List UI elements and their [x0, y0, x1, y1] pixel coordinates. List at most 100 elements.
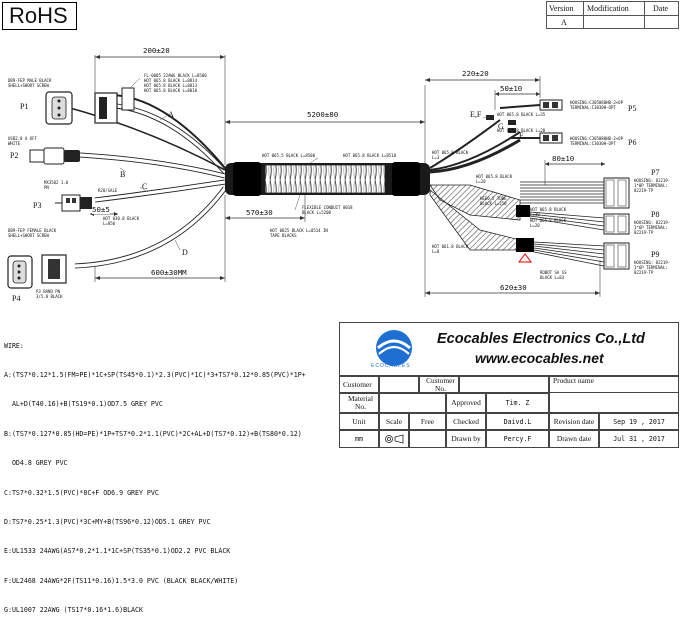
note-p5b: TERMINAL:C3030H-OPT [570, 105, 616, 110]
note-p1: DB9-FEP MALE BLACK SHELL+SHORT SCREW [8, 78, 52, 88]
dimension-600 [94, 195, 226, 282]
drawn-date-label: Drawn date [549, 430, 599, 448]
port-label-p1: P1 [20, 102, 29, 111]
dimension-570 [225, 195, 306, 222]
rohs-label: RoHS [2, 2, 77, 30]
dim-570-label: 570±30 [246, 208, 273, 217]
title-block: ECOCABLES Ecocables Electronics Co.,Ltd … [339, 322, 679, 450]
note-p6a: HOUSING:C305080HB-2+OP [570, 136, 623, 141]
ef-terminals [486, 115, 516, 133]
company-url: www.ecocables.net [475, 350, 604, 366]
p2-usb-connector [29, 147, 80, 165]
wire-letter-a: A [168, 110, 174, 119]
note-p7: HOUSING: 82219-1*8P TERMINAL: 82219-TP [634, 178, 671, 193]
port-label-p5: P5 [628, 104, 637, 113]
approved-value: Tim. Z [486, 393, 549, 413]
wire-line-a2: AL+D(T40.16)+B(TS19*0.1)OD7.5 GREY PVC [4, 400, 163, 409]
revision-table: Version Modification Date A [546, 1, 679, 29]
dimension-620 [424, 195, 601, 297]
note-rt1: HOT 065.8 BLACK L=35 [497, 112, 546, 117]
projection-symbol-icon [385, 434, 404, 444]
dimension-220 [425, 76, 541, 98]
wire-letter-g: G [498, 122, 504, 131]
wire-line-c: C:TS7*0.32*1.5(PVC)*8C+F OD6.9 GREY PVC [4, 488, 159, 497]
drawn-date-value: Jul 31 , 2017 [599, 430, 679, 448]
wire-letter-b: B [120, 170, 126, 179]
port-label-p7: P7 [651, 168, 660, 177]
wire-line-b1: B:(TS7*0.127*0.85(HD=PE)*1P+TS7*0.2*1.1(… [4, 429, 302, 438]
approved-label: Approved [446, 393, 486, 413]
port-label-p3: P3 [33, 201, 42, 210]
note-rt6: HOT 065.8 BLACK L=20 [530, 218, 567, 228]
revision-version-value: A [561, 18, 567, 27]
port-label-p6: P6 [628, 138, 637, 147]
note-rt2: HOT 065.8 BLACK L=20 [497, 128, 546, 133]
wire-line-g: G:UL1007 22AWG (TS17*0.16*1.6)BLACK [4, 606, 143, 615]
free-label: Free [409, 413, 446, 430]
note-hood4: HOT 065.8 BLACK L=8010 [144, 88, 197, 93]
revision-col-date: Date [653, 4, 669, 13]
note-mid2: HOT 065.8 BLACK L=8510 [343, 153, 396, 158]
wire-list-title: WIRE: [4, 341, 24, 350]
checked-label: Checked [446, 413, 486, 430]
note-cpin: HOT 030.8 BLACK L=850 [103, 216, 140, 226]
p6-connector [510, 132, 563, 144]
port-label-p2: P2 [10, 151, 19, 160]
unit-value: mm [339, 430, 379, 448]
material-value [379, 393, 446, 413]
p5-connector [499, 99, 563, 111]
p4-db9-connector [7, 254, 67, 289]
wire-line-b2: OD4.8 GREY PVC [4, 459, 68, 468]
main-cable-bundle [225, 162, 430, 196]
right-cables [429, 119, 605, 267]
company-name: Ecocables Electronics Co.,Ltd [437, 331, 645, 347]
note-hood3: HOT 065.8 BLACK L=8013 [144, 83, 197, 88]
p8-connector [603, 213, 630, 235]
leader-lines [119, 77, 491, 251]
note-tape1: HOT 0825 BLACK L=8514 IN TAPE BLACKS [270, 228, 328, 238]
p9-connector [603, 242, 630, 270]
revision-col-version: Version [549, 4, 574, 13]
note-ree: HOT 061.8 BLACK L=8 [432, 244, 469, 254]
note-p6b: TERMINAL:C3030H-OPT [570, 141, 616, 146]
material-label: Material No. [339, 393, 379, 413]
dim-5200-label: 5200±80 [307, 110, 339, 119]
note-hood2: HOT 065.8 BLACK L=8014 [144, 78, 197, 83]
dim-620-label: 620±30 [500, 283, 527, 292]
wire-line-f: F:UL2468 24AWG*2F(TS11*0.16)1.5*3.0 PVC … [4, 576, 239, 585]
wire-line-d: D:TS7*0.25*1.3(PVC)*3C+MY+B(TS96*0.12)OD… [4, 517, 211, 526]
dimension-80 [544, 160, 605, 185]
note-rt5: HOT 065.8 BLACK L=30 [530, 207, 567, 217]
dim-200-label: 200±20 [143, 46, 170, 55]
note-p3b: R28/SALE [98, 188, 118, 193]
revision-date-value: Sep 19 , 2017 [599, 413, 679, 430]
wire-line-a1: A:(TS7*0.12*1.5(FM=PE)*1C+SP(TS45*0.1)*2… [4, 370, 306, 379]
wire-line-e: E:UL1533 24AWG(AS7*0.2*1.1*1C+SP(TS35*0.… [4, 547, 231, 556]
port-label-p8: P8 [651, 210, 660, 219]
customer-no-label: Customer No. [419, 376, 459, 393]
wire-letter-ef: E,F [470, 110, 482, 119]
drawn-by-label: Drawn by [446, 430, 486, 448]
p1-db9-connector [45, 87, 135, 125]
note-rt3: HOT 065.8 BLACK L=3 [432, 150, 469, 160]
note-rt4: HOT 065.8 BLACK L=20 [476, 174, 513, 184]
p3-connector [55, 194, 92, 212]
company-header [339, 322, 679, 376]
projection-symbol [379, 430, 409, 448]
note-p4b: P3 BAND PN 3/5.8 BLACK [36, 289, 63, 299]
left-cables [69, 93, 228, 269]
wire-letter-d: D [182, 248, 188, 257]
dimension-50-top [494, 90, 540, 110]
note-p3: MX3502 1.0 PN [44, 180, 69, 190]
revision-col-modification: Modification [587, 4, 629, 13]
port-label-p9: P9 [651, 250, 660, 259]
revision-date-label: Revision date [549, 413, 599, 430]
dim-80-label: 80±10 [552, 154, 575, 163]
product-name-value [549, 393, 679, 413]
dim-50-small-label: 50±5 [92, 205, 110, 214]
note-p5a: HOUSING:C305080HB-2+OP [570, 100, 623, 105]
wire-list: WIRE: A:(TS7*0.12*1.5(FM=PE)*1C+SP(TS45*… [4, 322, 339, 626]
note-mid1: HOT 065.5 BLACK L=8500 [262, 153, 315, 158]
unit-label: Unit [339, 413, 379, 430]
note-p8: HOUSING: 82219-1*6P TERMINAL: 82219-TP [634, 220, 671, 235]
